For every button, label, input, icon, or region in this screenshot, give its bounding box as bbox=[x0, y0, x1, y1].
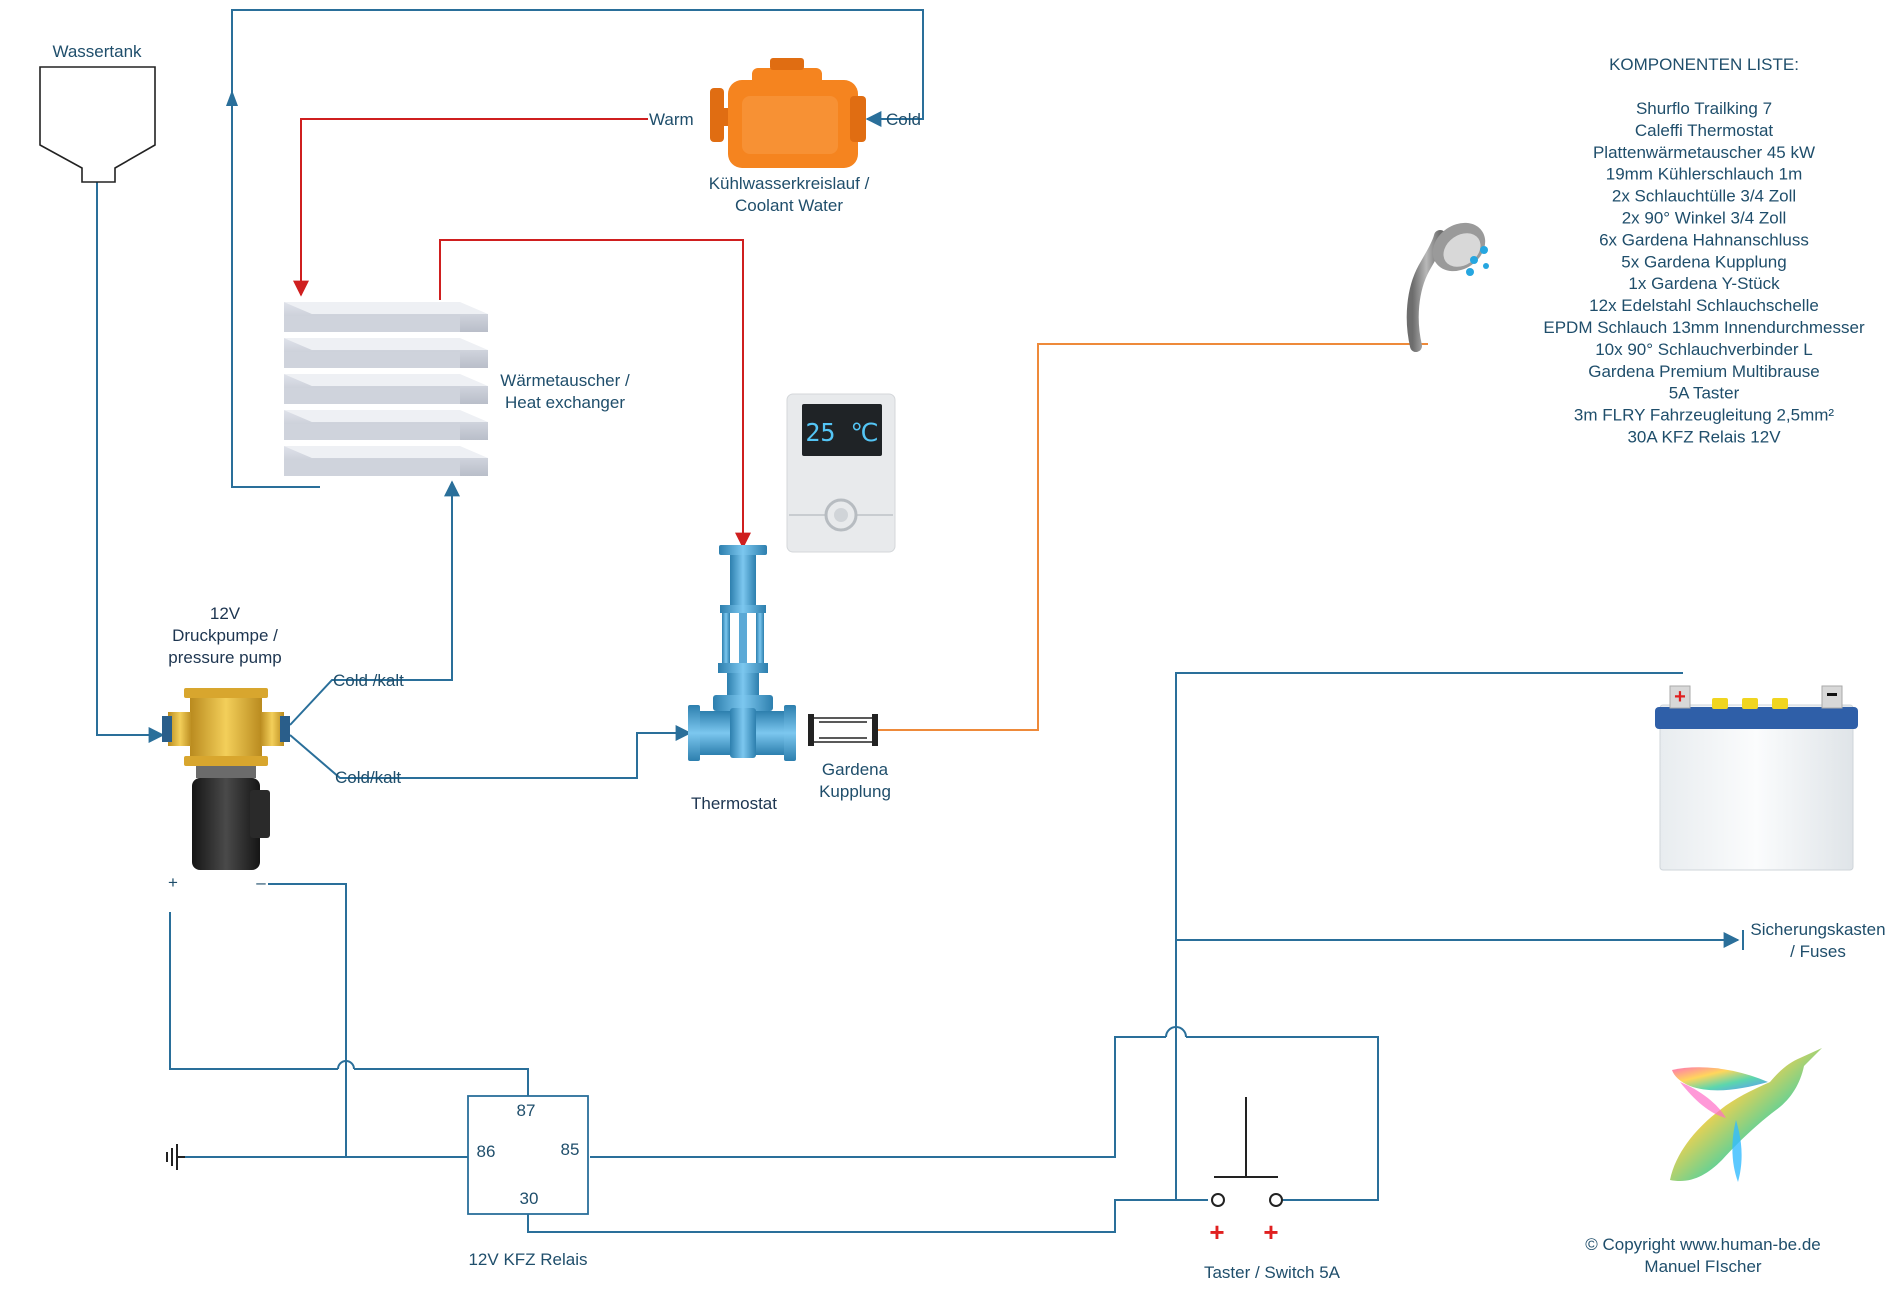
heat-exchanger-icon bbox=[284, 302, 488, 476]
hummingbird-logo-icon bbox=[1670, 1048, 1822, 1182]
fuses-label-line1: Sicherungskasten bbox=[1750, 920, 1885, 939]
components-title: KOMPONENTEN LISTE: bbox=[1609, 55, 1799, 74]
component-item: 5x Gardena Kupplung bbox=[1621, 252, 1786, 271]
pump-label-line3: pressure pump bbox=[168, 648, 281, 667]
copyright-line2: Manuel FIscher bbox=[1644, 1257, 1761, 1276]
shower-hose bbox=[878, 343, 1428, 731]
water-tank-label: Wassertank bbox=[52, 42, 142, 61]
components-list: Shurflo Trailking 7 Caleffi ThermostatPla… bbox=[1543, 99, 1865, 447]
component-item: 30A KFZ Relais 12V bbox=[1627, 428, 1781, 447]
pressure-pump-icon bbox=[162, 688, 290, 870]
component-item: 6x Gardena Hahnanschluss bbox=[1599, 230, 1809, 249]
thermostat-temp-readout: 25 ℃ bbox=[805, 418, 878, 447]
thermostat-display-icon bbox=[786, 393, 896, 553]
component-item: Shurflo Trailking 7 bbox=[1636, 99, 1772, 118]
fuses-label-line2: / Fuses bbox=[1790, 942, 1846, 961]
coolant-label-line2: Coolant Water bbox=[735, 196, 843, 215]
switch-icon bbox=[1211, 1097, 1283, 1207]
gardena-coupling-icon bbox=[808, 714, 878, 746]
ground-icon bbox=[166, 1144, 185, 1170]
component-item: 2x Schlauchtülle 3/4 Zoll bbox=[1612, 187, 1796, 206]
electrical-wires bbox=[169, 672, 1744, 1233]
pump-label-line2: Druckpumpe / bbox=[172, 626, 278, 645]
battery-icon: + bbox=[1655, 685, 1858, 871]
hot-water-lines bbox=[293, 118, 751, 549]
engine-icon bbox=[710, 58, 866, 168]
water-tank-icon bbox=[39, 66, 156, 183]
component-item: 1x Gardena Y-Stück bbox=[1628, 274, 1780, 293]
relay-icon bbox=[467, 1095, 589, 1215]
component-item: 10x 90° Schlauchverbinder L bbox=[1595, 340, 1813, 359]
thermostat-valve-icon bbox=[688, 545, 796, 761]
component-item: 2x 90° Winkel 3/4 Zoll bbox=[1622, 209, 1787, 228]
pump-outlet-label-bottom: Cold/kalt bbox=[335, 768, 401, 787]
component-item: EPDM Schlauch 13mm Innendurchmesser bbox=[1543, 318, 1865, 337]
pump-minus-terminal: – bbox=[256, 873, 266, 892]
component-item: Caleffi Thermostat bbox=[1635, 121, 1774, 140]
gardena-label-line1: Gardena bbox=[822, 760, 889, 779]
pump-plus-terminal: + bbox=[168, 873, 178, 892]
component-item: 3m FLRY Fahrzeugleitung 2,5mm² bbox=[1574, 406, 1834, 425]
switch-plus-right: + bbox=[1263, 1217, 1278, 1247]
copyright-line1: © Copyright www.human-be.de bbox=[1585, 1235, 1821, 1254]
hx-label-line1: Wärmetauscher / bbox=[500, 371, 630, 390]
component-item: Plattenwärmetauscher 45 kW bbox=[1593, 143, 1815, 162]
switch-label: Taster / Switch 5A bbox=[1204, 1263, 1341, 1282]
component-item: 5A Taster bbox=[1669, 384, 1740, 403]
hx-label-line2: Heat exchanger bbox=[505, 393, 625, 412]
relay-label: 12V KFZ Relais bbox=[468, 1250, 587, 1269]
component-item: 19mm Kühlerschlauch 1m bbox=[1606, 165, 1803, 184]
water-lines bbox=[96, 9, 924, 779]
relay-pin-86: 86 bbox=[477, 1142, 496, 1161]
pump-outlet-label-top: Cold /kalt bbox=[333, 671, 404, 690]
component-item: 12x Edelstahl Schlauchschelle bbox=[1589, 296, 1819, 315]
switch-plus-left: + bbox=[1209, 1217, 1224, 1247]
thermostat-label: Thermostat bbox=[691, 794, 777, 813]
gardena-label-line2: Kupplung bbox=[819, 782, 891, 801]
relay-pin-85: 85 bbox=[561, 1140, 580, 1159]
cold-label: Cold bbox=[886, 110, 921, 129]
coolant-label-line1: Kühlwasserkreislauf / bbox=[709, 174, 870, 193]
warm-label: Warm bbox=[649, 110, 694, 129]
component-item: Gardena Premium Multibrause bbox=[1588, 362, 1819, 381]
shower-head-icon bbox=[1406, 222, 1489, 352]
pump-label-line1: 12V bbox=[210, 604, 241, 623]
relay-pin-87: 87 bbox=[517, 1101, 536, 1120]
relay-pin-30: 30 bbox=[520, 1189, 539, 1208]
svg-text:+: + bbox=[1674, 686, 1686, 708]
